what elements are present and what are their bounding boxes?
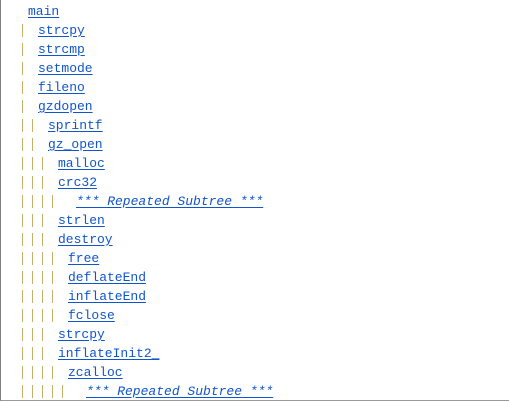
tree-guide-line xyxy=(32,157,33,170)
tree-guide-line xyxy=(22,290,23,303)
tree-guide-line xyxy=(22,100,23,113)
tree-guide-line xyxy=(62,385,63,398)
tree-guide-line xyxy=(22,81,23,94)
tree-guide-line xyxy=(32,366,33,379)
function-node-link[interactable]: malloc xyxy=(58,156,105,171)
tree-guide-line xyxy=(52,195,53,208)
function-node-link[interactable]: fileno xyxy=(38,80,85,95)
tree-guide-line xyxy=(52,309,53,322)
tree-row: crc32 xyxy=(1,173,509,192)
function-node-link[interactable]: strcpy xyxy=(58,327,105,342)
tree-row: gz_open xyxy=(1,135,509,154)
function-node-link[interactable]: strcmp xyxy=(38,42,85,57)
tree-guide-line xyxy=(22,119,23,132)
tree-guide-line xyxy=(22,385,23,398)
tree-guide-line xyxy=(42,157,43,170)
tree-guide-line xyxy=(22,328,23,341)
tree-row: main xyxy=(1,2,509,21)
repeated-subtree-link[interactable]: *** Repeated Subtree *** xyxy=(86,384,274,399)
tree-guide-line xyxy=(42,385,43,398)
tree-row: sprintf xyxy=(1,116,509,135)
tree-guide-line xyxy=(42,176,43,189)
tree-guide-line xyxy=(22,271,23,284)
tree-row: free xyxy=(1,249,509,268)
tree-guide-line xyxy=(52,385,53,398)
function-node-link[interactable]: setmode xyxy=(38,61,93,76)
tree-guide-line xyxy=(22,24,23,37)
function-node-link[interactable]: deflateEnd xyxy=(68,270,147,285)
function-node-link[interactable]: gz_open xyxy=(48,137,103,152)
tree-row: fclose xyxy=(1,306,509,325)
tree-row: *** Repeated Subtree *** xyxy=(1,382,509,400)
tree-row: malloc xyxy=(1,154,509,173)
function-node-link[interactable]: crc32 xyxy=(58,175,98,190)
tree-guide-line xyxy=(22,43,23,56)
tree-row: strcpy xyxy=(1,21,509,40)
tree-guide-line xyxy=(22,138,23,151)
function-node-link[interactable]: inflateEnd xyxy=(68,289,147,304)
tree-guide-line xyxy=(42,309,43,322)
tree-guide-line xyxy=(42,290,43,303)
tree-guide-line xyxy=(22,195,23,208)
function-node-link[interactable]: sprintf xyxy=(48,118,103,133)
tree-row: destroy xyxy=(1,230,509,249)
tree-guide-line xyxy=(52,271,53,284)
tree-guide-line xyxy=(52,366,53,379)
tree-row: zcalloc xyxy=(1,363,509,382)
tree-guide-line xyxy=(42,347,43,360)
tree-guide-line xyxy=(32,328,33,341)
tree-guide-line xyxy=(32,252,33,265)
tree-guide-line xyxy=(22,157,23,170)
tree-guide-line xyxy=(42,328,43,341)
tree-guide-line xyxy=(52,290,53,303)
tree-guide-line xyxy=(42,233,43,246)
tree-row: gzdopen xyxy=(1,97,509,116)
tree-guide-line xyxy=(32,347,33,360)
tree-guide-line xyxy=(22,214,23,227)
tree-guide-line xyxy=(42,195,43,208)
tree-guide-line xyxy=(42,366,43,379)
tree-row: strlen xyxy=(1,211,509,230)
tree-guide-line xyxy=(22,233,23,246)
tree-row: strcmp xyxy=(1,40,509,59)
tree-guide-line xyxy=(32,233,33,246)
function-node-link[interactable]: strcpy xyxy=(38,23,85,38)
tree-guide-line xyxy=(32,271,33,284)
tree-guide-line xyxy=(22,309,23,322)
function-node-link[interactable]: main xyxy=(28,4,60,19)
function-node-link[interactable]: destroy xyxy=(58,232,113,247)
function-node-link[interactable]: fclose xyxy=(68,308,115,323)
tree-guide-line xyxy=(22,176,23,189)
tree-guide-line xyxy=(32,195,33,208)
tree-guide-line xyxy=(32,290,33,303)
tree-row: inflateEnd xyxy=(1,287,509,306)
tree-guide-line xyxy=(32,214,33,227)
tree-guide-line xyxy=(42,252,43,265)
tree-row: setmode xyxy=(1,59,509,78)
tree-guide-line xyxy=(42,271,43,284)
tree-row: *** Repeated Subtree *** xyxy=(1,192,509,211)
tree-guide-line xyxy=(52,252,53,265)
tree-guide-line xyxy=(32,138,33,151)
tree-guide-line xyxy=(42,214,43,227)
tree-guide-line xyxy=(22,366,23,379)
tree-row: deflateEnd xyxy=(1,268,509,287)
function-node-link[interactable]: strlen xyxy=(58,213,105,228)
repeated-subtree-link[interactable]: *** Repeated Subtree *** xyxy=(76,194,264,209)
tree-guide-line xyxy=(22,347,23,360)
function-node-link[interactable]: inflateInit2_ xyxy=(58,346,160,361)
function-node-link[interactable]: free xyxy=(68,251,100,266)
tree-row: strcpy xyxy=(1,325,509,344)
tree-row: fileno xyxy=(1,78,509,97)
tree-guide-line xyxy=(32,119,33,132)
function-node-link[interactable]: zcalloc xyxy=(68,365,123,380)
function-node-link[interactable]: gzdopen xyxy=(38,99,93,114)
tree-guide-line xyxy=(22,62,23,75)
tree-guide-line xyxy=(32,176,33,189)
tree-guide-line xyxy=(32,309,33,322)
tree-guide-line xyxy=(32,385,33,398)
tree-row: inflateInit2_ xyxy=(1,344,509,363)
tree-guide-line xyxy=(22,252,23,265)
